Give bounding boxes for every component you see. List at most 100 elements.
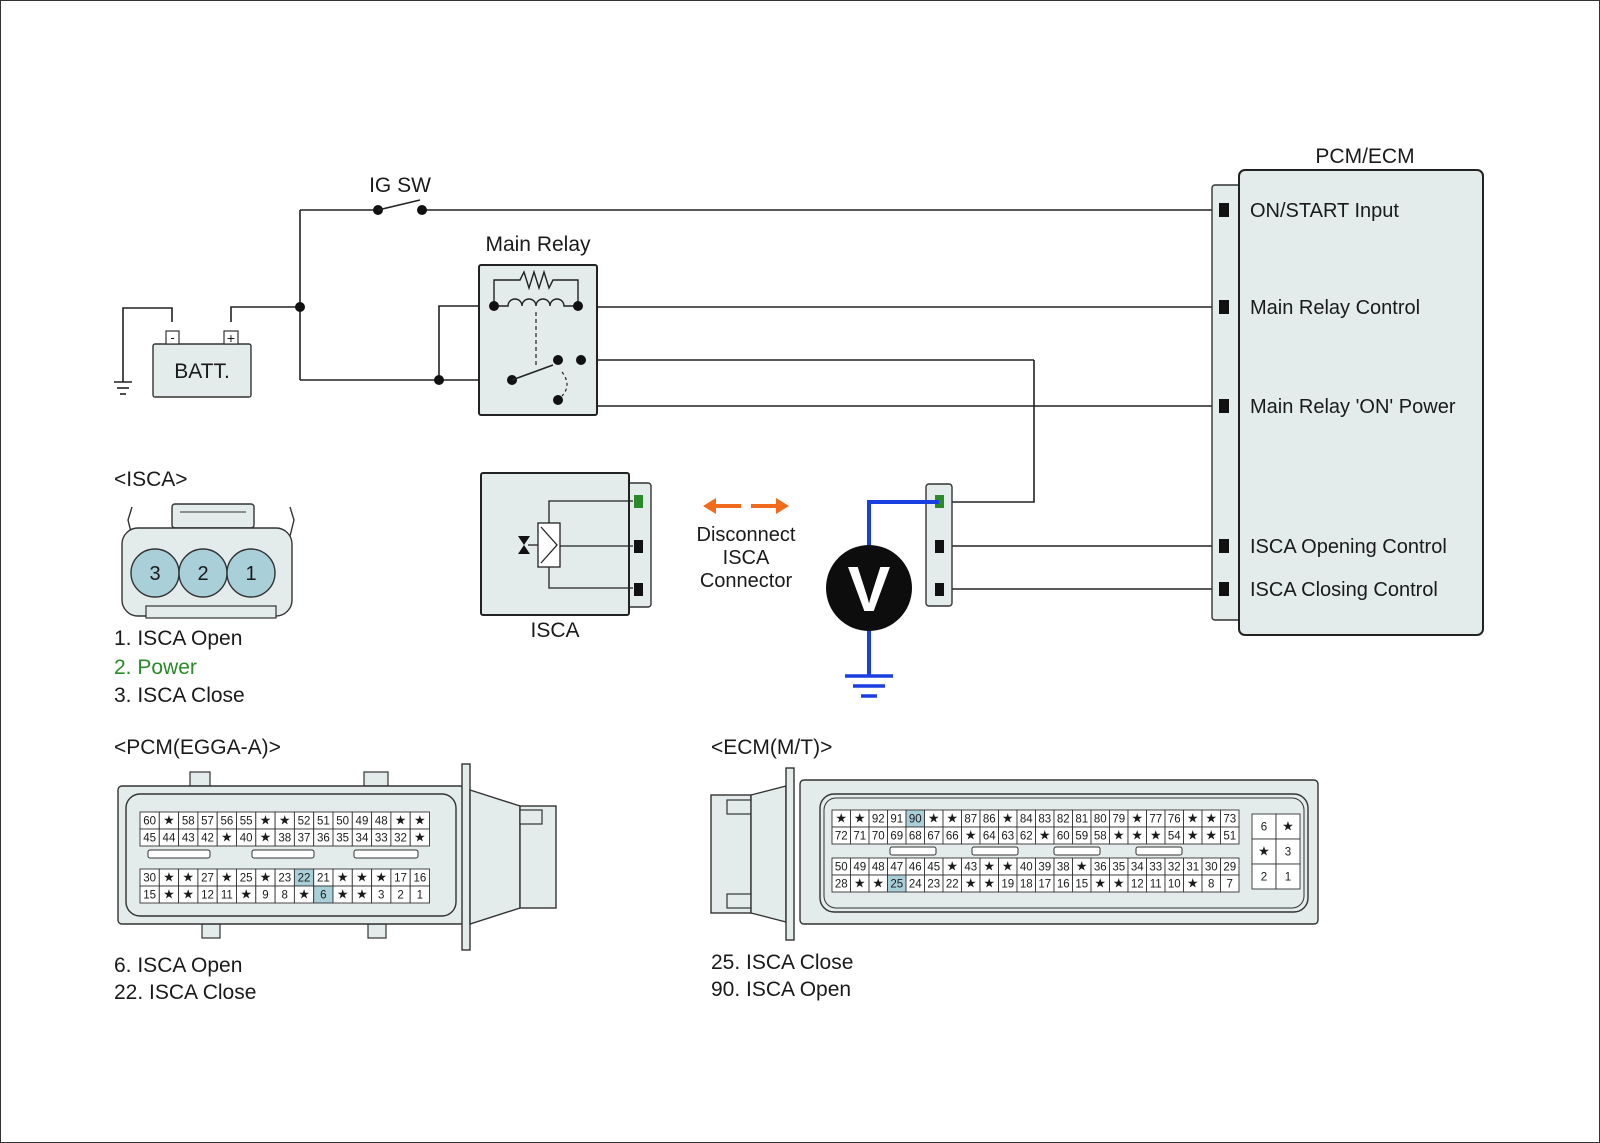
voltmeter-label: V bbox=[848, 553, 891, 625]
ecm-pin-label: 62 bbox=[1020, 831, 1033, 843]
pcm-pin-label: ★ bbox=[298, 887, 310, 902]
pcm-pin-label: 2 bbox=[397, 890, 403, 902]
disconnect-text-line3: Connector bbox=[700, 570, 793, 592]
isca-legend-1: 1. ISCA Open bbox=[114, 627, 242, 650]
pcm-pin-label: 34 bbox=[356, 833, 369, 845]
ecm-pin-label: 23 bbox=[927, 879, 940, 891]
pcm-pin-label: 60 bbox=[143, 816, 156, 828]
ecm-pin-label: ★ bbox=[1131, 811, 1143, 826]
pcm-legend-2: 22. ISCA Close bbox=[114, 981, 256, 1004]
pcm-pin-label: ★ bbox=[337, 887, 349, 902]
ecm-pin-isca-opening-control: ISCA Opening Control bbox=[1250, 536, 1447, 558]
ecm-pin-label: 24 bbox=[909, 879, 922, 891]
ecm-pin-label: 70 bbox=[872, 831, 885, 843]
pcm-connector-title: <PCM(EGGA-A)> bbox=[114, 736, 281, 759]
ecm-pin-label: 33 bbox=[1149, 862, 1162, 874]
ecm-pin-label: 17 bbox=[1038, 879, 1051, 891]
ecm-connector-title: <ECM(M/T)> bbox=[711, 736, 832, 759]
ecm-pin-label: ★ bbox=[1002, 811, 1014, 826]
ecm-pin-label: ★ bbox=[835, 811, 847, 826]
ecm-pin-label: 63 bbox=[1001, 831, 1014, 843]
voltmeter: V bbox=[826, 500, 939, 698]
isca-legend-2: 2. Power bbox=[114, 656, 197, 679]
pcm-pin-label: 6 bbox=[320, 890, 326, 902]
ecm-pin-label: 31 bbox=[1186, 862, 1199, 874]
ecm-pin-label: ★ bbox=[965, 828, 977, 843]
pcm-pin-label: 22 bbox=[298, 873, 311, 885]
pcm-pin-label: 43 bbox=[182, 833, 195, 845]
ecm-pin-label: 7 bbox=[1227, 879, 1233, 891]
pcm-ecm-module: PCM/ECM ON/START Input Main Relay Contro… bbox=[1211, 145, 1484, 636]
pcm-pin-label: ★ bbox=[337, 870, 349, 885]
ecm-pin-label: 47 bbox=[890, 862, 903, 874]
ecm-pin-label: ★ bbox=[1150, 828, 1162, 843]
ecm-pin-label: 39 bbox=[1038, 862, 1051, 874]
pcm-pin-label: 17 bbox=[394, 873, 407, 885]
ecm-pin-label: 54 bbox=[1168, 831, 1181, 843]
pcm-pin-label: 45 bbox=[143, 833, 156, 845]
ecm-pin-label: 46 bbox=[909, 862, 922, 874]
pcm-pin-label: ★ bbox=[221, 870, 233, 885]
pcm-pin-label: 50 bbox=[336, 816, 349, 828]
pcm-pin-label: 8 bbox=[282, 890, 288, 902]
pcm-pin-label: ★ bbox=[260, 813, 272, 828]
ecm-pin-label: 35 bbox=[1112, 862, 1125, 874]
pcm-pin-label: 37 bbox=[298, 833, 311, 845]
ecm-small-pin-label: ★ bbox=[1258, 844, 1270, 859]
ecm-small-cell bbox=[1251, 838, 1277, 865]
isca-pin-label: 1 bbox=[245, 563, 256, 585]
ecm-pin-label: ★ bbox=[983, 876, 995, 891]
ecm-legend-2: 90. ISCA Open bbox=[711, 978, 851, 1001]
ecm-cell bbox=[1220, 826, 1240, 845]
pcm-pin-label: 48 bbox=[375, 816, 388, 828]
pcm-pin-label: 57 bbox=[201, 816, 214, 828]
ecm-pin-label: 49 bbox=[853, 862, 866, 874]
pcm-pin-label: 25 bbox=[240, 873, 253, 885]
ecm-pin-label: 64 bbox=[983, 831, 996, 843]
pcm-pin-label: 1 bbox=[417, 890, 423, 902]
junction-dots bbox=[295, 302, 444, 385]
ecm-pin-label: 77 bbox=[1149, 814, 1162, 826]
pcm-pin-label: 33 bbox=[375, 833, 388, 845]
pcm-ecm-title: PCM/ECM bbox=[1315, 145, 1414, 168]
pcm-pin-label: ★ bbox=[240, 887, 252, 902]
pcm-pin-label: ★ bbox=[182, 870, 194, 885]
ecm-pin-label: 8 bbox=[1208, 879, 1214, 891]
pcm-pin-label: ★ bbox=[414, 813, 426, 828]
battery-minus-sign: - bbox=[170, 330, 174, 345]
isca-connector-title: <ISCA> bbox=[114, 468, 188, 491]
ecm-small-pin-label: ★ bbox=[1282, 819, 1294, 834]
battery: - + BATT. bbox=[152, 330, 252, 398]
pcm-pin-label: 11 bbox=[221, 890, 233, 902]
ecm-pin-label: 59 bbox=[1075, 831, 1088, 843]
ecm-pin-label: ★ bbox=[1187, 876, 1199, 891]
ecm-pin-label: 76 bbox=[1168, 814, 1181, 826]
pcm-cell bbox=[409, 885, 430, 904]
pcm-pin-label: 21 bbox=[317, 873, 330, 885]
ecm-pin-label: 73 bbox=[1223, 814, 1236, 826]
ecm-pin-label: 29 bbox=[1223, 862, 1236, 874]
pcm-pin-label: ★ bbox=[163, 813, 175, 828]
pcm-pin-label: 58 bbox=[182, 816, 195, 828]
ecm-pin-label: ★ bbox=[1113, 828, 1125, 843]
pcm-pin-label: 9 bbox=[262, 890, 268, 902]
ecm-pin-label: 87 bbox=[964, 814, 977, 826]
isca-pin-1 bbox=[226, 548, 276, 598]
ecm-pin-label: ★ bbox=[983, 859, 995, 874]
ecm-small-cell bbox=[1275, 863, 1301, 890]
pcm-pin-label: 44 bbox=[163, 833, 176, 845]
pcm-pin-label: ★ bbox=[163, 887, 175, 902]
ecm-pin-label: 34 bbox=[1131, 862, 1144, 874]
ecm-pin-label: ★ bbox=[928, 811, 940, 826]
ecm-pin-label: ★ bbox=[946, 811, 958, 826]
ecm-pin-label: 92 bbox=[872, 814, 885, 826]
battery-label: BATT. bbox=[174, 360, 230, 383]
pcm-pin-label: ★ bbox=[395, 813, 407, 828]
ecm-pin-terminals bbox=[1219, 203, 1229, 596]
ecm-small-pin-label: 6 bbox=[1261, 822, 1267, 834]
ecm-pin-label: 82 bbox=[1057, 814, 1070, 826]
ecm-pin-label: 72 bbox=[835, 831, 848, 843]
pcm-pin-label: 15 bbox=[143, 890, 156, 902]
